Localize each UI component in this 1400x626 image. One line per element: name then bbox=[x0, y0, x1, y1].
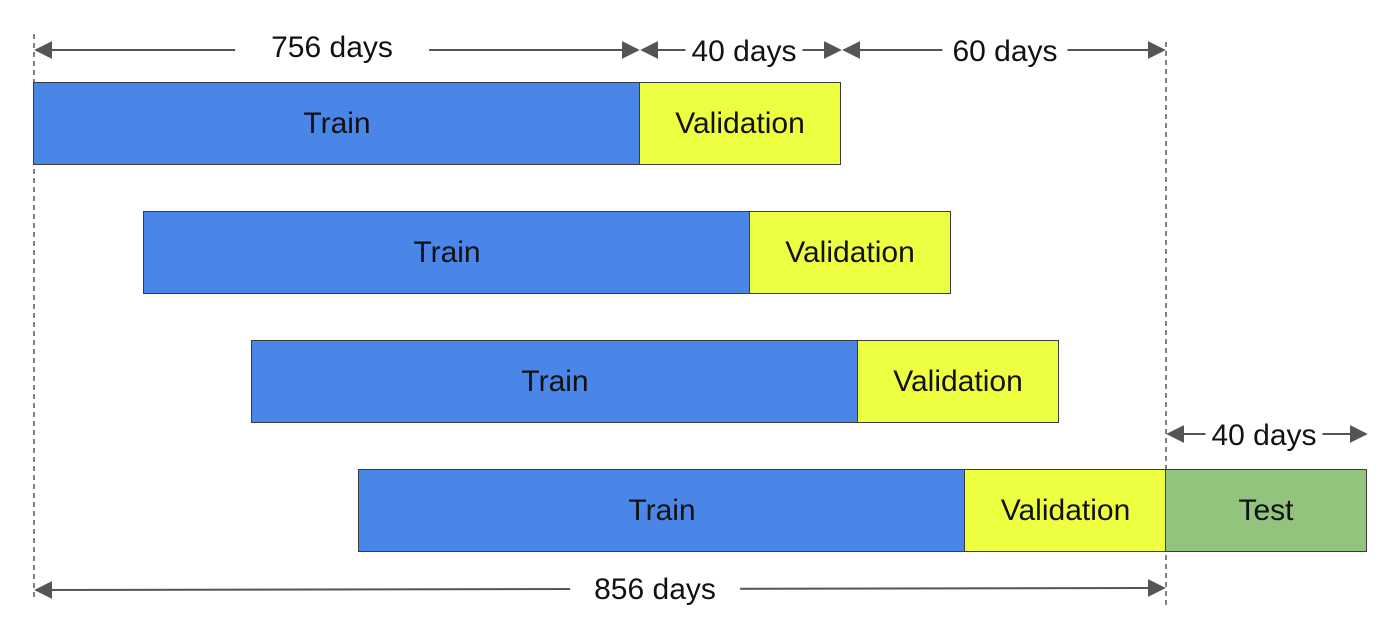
fold-2-validation: Validation bbox=[749, 211, 951, 294]
total-span-label: 856 days bbox=[570, 575, 740, 605]
fold-1-validation: Validation bbox=[639, 82, 841, 165]
validation-span-label: 40 days bbox=[685, 37, 803, 67]
fold-3-train: Train bbox=[251, 340, 859, 423]
test-span-label: 40 days bbox=[1205, 421, 1323, 451]
fold-2-train: Train bbox=[143, 211, 751, 294]
fold-1-train: Train bbox=[33, 82, 641, 165]
fold-4-test: Test bbox=[1165, 469, 1367, 552]
fold-3-validation: Validation bbox=[857, 340, 1059, 423]
train-span-label: 756 days bbox=[235, 33, 429, 63]
gap-span-label: 60 days bbox=[942, 37, 1068, 67]
fold-4-validation: Validation bbox=[964, 469, 1167, 552]
fold-4-train: Train bbox=[358, 469, 966, 552]
